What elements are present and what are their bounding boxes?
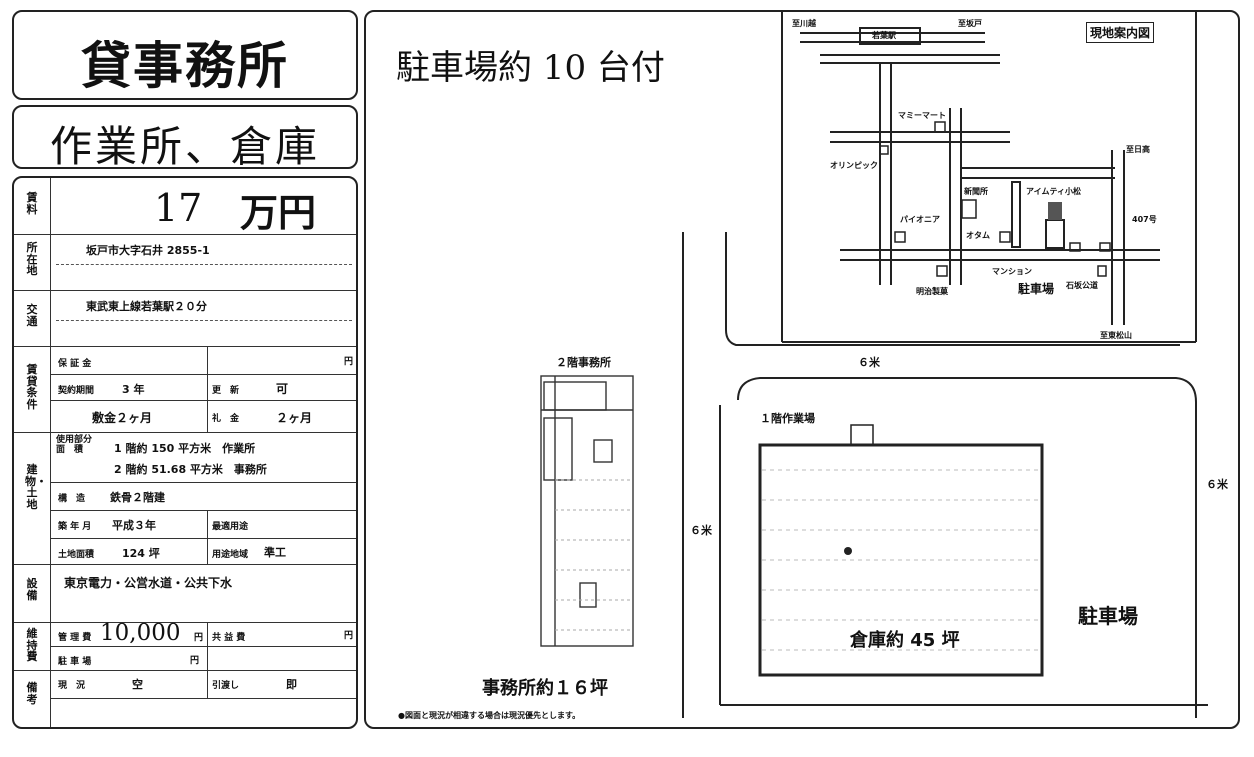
road-left-label: ６米 bbox=[690, 524, 712, 537]
common-label: 共 益 費 bbox=[212, 633, 246, 643]
location-label: 所在地 bbox=[26, 241, 38, 278]
map-label-pioneer: パイオニア bbox=[900, 215, 940, 224]
road-top-label: ６米 bbox=[858, 356, 880, 369]
floor2-label: ２階事務所 bbox=[556, 356, 611, 369]
maint-label: 維持費 bbox=[26, 627, 38, 664]
parking-lot-label: 駐車場 bbox=[1078, 604, 1138, 628]
footnote: ●図面と現況が相違する場合は現況優先とします。 bbox=[398, 711, 581, 720]
parking-header: 駐車場約 10 台付 bbox=[396, 48, 665, 88]
deposit-unit: 円 bbox=[344, 357, 354, 367]
area-line1: 1 階約 150 平方米 作業所 bbox=[114, 442, 256, 455]
map-label-ishiga: 石坂公道 bbox=[1066, 281, 1098, 290]
period-value: 3 年 bbox=[122, 383, 145, 396]
map-label-olympic: オリンピック bbox=[830, 161, 878, 170]
building-label: 建物・土地 bbox=[25, 463, 47, 511]
map-label-to-higashi: 至日高 bbox=[1126, 145, 1150, 154]
facility-label: 設備 bbox=[26, 577, 38, 602]
rent-unit: 万円 bbox=[240, 191, 317, 235]
map-label-otamu: オタム bbox=[966, 231, 990, 240]
map-label-minimart: マミーマート bbox=[898, 111, 946, 120]
renewal-label: 更 新 bbox=[212, 386, 240, 396]
structure-label: 構 造 bbox=[58, 494, 86, 504]
rent-label: 賃料 bbox=[26, 191, 38, 216]
location-value: 坂戸市大字石井 2855-1 bbox=[86, 244, 210, 257]
subtitle-box: 作業所、倉庫 bbox=[12, 105, 358, 171]
handover-value: 即 bbox=[286, 678, 297, 691]
rent-value: 17 bbox=[154, 186, 203, 230]
period-label: 契約期間 bbox=[58, 386, 95, 396]
office-area: 事務所約１６坪 bbox=[482, 678, 608, 699]
right-panel: 駐車場約 10 台付 bbox=[364, 10, 1240, 729]
map-label-top-right: 至坂戸 bbox=[958, 19, 982, 28]
mgmt-value: 10,000 bbox=[100, 620, 181, 646]
reikin-value: ２ヶ月 bbox=[276, 411, 313, 425]
remarks-label: 備考 bbox=[26, 681, 38, 706]
page-subtitle: 作業所、倉庫 bbox=[49, 122, 320, 171]
built-value: 平成３年 bbox=[112, 519, 156, 532]
area-line2: 2 階約 51.68 平方米 事務所 bbox=[114, 463, 267, 476]
property-table: 賃料 17 万円 所在地 坂戸市大字石井 2855-1 交通 東武東上線若葉駅２… bbox=[12, 176, 358, 729]
map-label-shokubai: 明治製菓 bbox=[916, 287, 948, 296]
land-label: 土地面積 bbox=[58, 550, 95, 560]
floor1-label: １階作業場 bbox=[760, 412, 815, 425]
map-label-adachi: アイムティ小松 bbox=[1026, 187, 1081, 196]
common-unit: 円 bbox=[344, 631, 354, 641]
map-label-parking: 駐車場 bbox=[1018, 282, 1055, 296]
zone-label: 用途地域 bbox=[212, 550, 249, 560]
status-value: 空 bbox=[132, 678, 143, 691]
map-label-station: 若葉駅 bbox=[872, 31, 896, 40]
facility-value: 東京電力・公営水道・公共下水 bbox=[64, 576, 233, 590]
mgmt-label: 管 理 費 bbox=[58, 633, 92, 643]
built-label: 築 年 月 bbox=[58, 522, 92, 532]
mgmt-unit: 円 bbox=[194, 633, 204, 643]
map-title: 現地案内図 bbox=[1086, 22, 1155, 43]
page-title: 貸事務所 bbox=[81, 36, 289, 95]
land-value: 124 坪 bbox=[122, 547, 160, 560]
warehouse-area: 倉庫約 45 坪 bbox=[850, 630, 960, 651]
map-label-route407: 407号 bbox=[1132, 215, 1157, 224]
area-label: 使用部分面 積 bbox=[56, 435, 93, 455]
title-box: 貸事務所 bbox=[12, 10, 358, 100]
structure-value: 鉄骨２階建 bbox=[110, 491, 165, 504]
handover-label: 引渡し bbox=[212, 681, 240, 691]
reikin-label: 礼 金 bbox=[212, 414, 240, 424]
terms-label: 賃貸条件 bbox=[26, 363, 38, 411]
parking-unit: 円 bbox=[190, 656, 200, 666]
road-right-label: ６米 bbox=[1206, 478, 1228, 491]
map-label-top-left: 至川越 bbox=[792, 19, 816, 28]
zone-value: 準工 bbox=[264, 546, 286, 559]
parking-label: 駐 車 場 bbox=[58, 657, 92, 667]
renewal-value: 可 bbox=[276, 382, 289, 396]
map-label-to-bottom: 至東松山 bbox=[1100, 331, 1132, 340]
status-label: 現 況 bbox=[58, 681, 86, 691]
map-label-mansion: マンション bbox=[992, 267, 1032, 276]
use-label: 最適用途 bbox=[212, 522, 249, 532]
transport-label: 交通 bbox=[26, 303, 38, 328]
shikikin-value: 敷金２ヶ月 bbox=[92, 411, 153, 425]
transport-value: 東武東上線若葉駅２０分 bbox=[86, 300, 207, 313]
deposit-label: 保 証 金 bbox=[58, 359, 92, 369]
map-label-shinkin: 新聞所 bbox=[964, 187, 988, 196]
